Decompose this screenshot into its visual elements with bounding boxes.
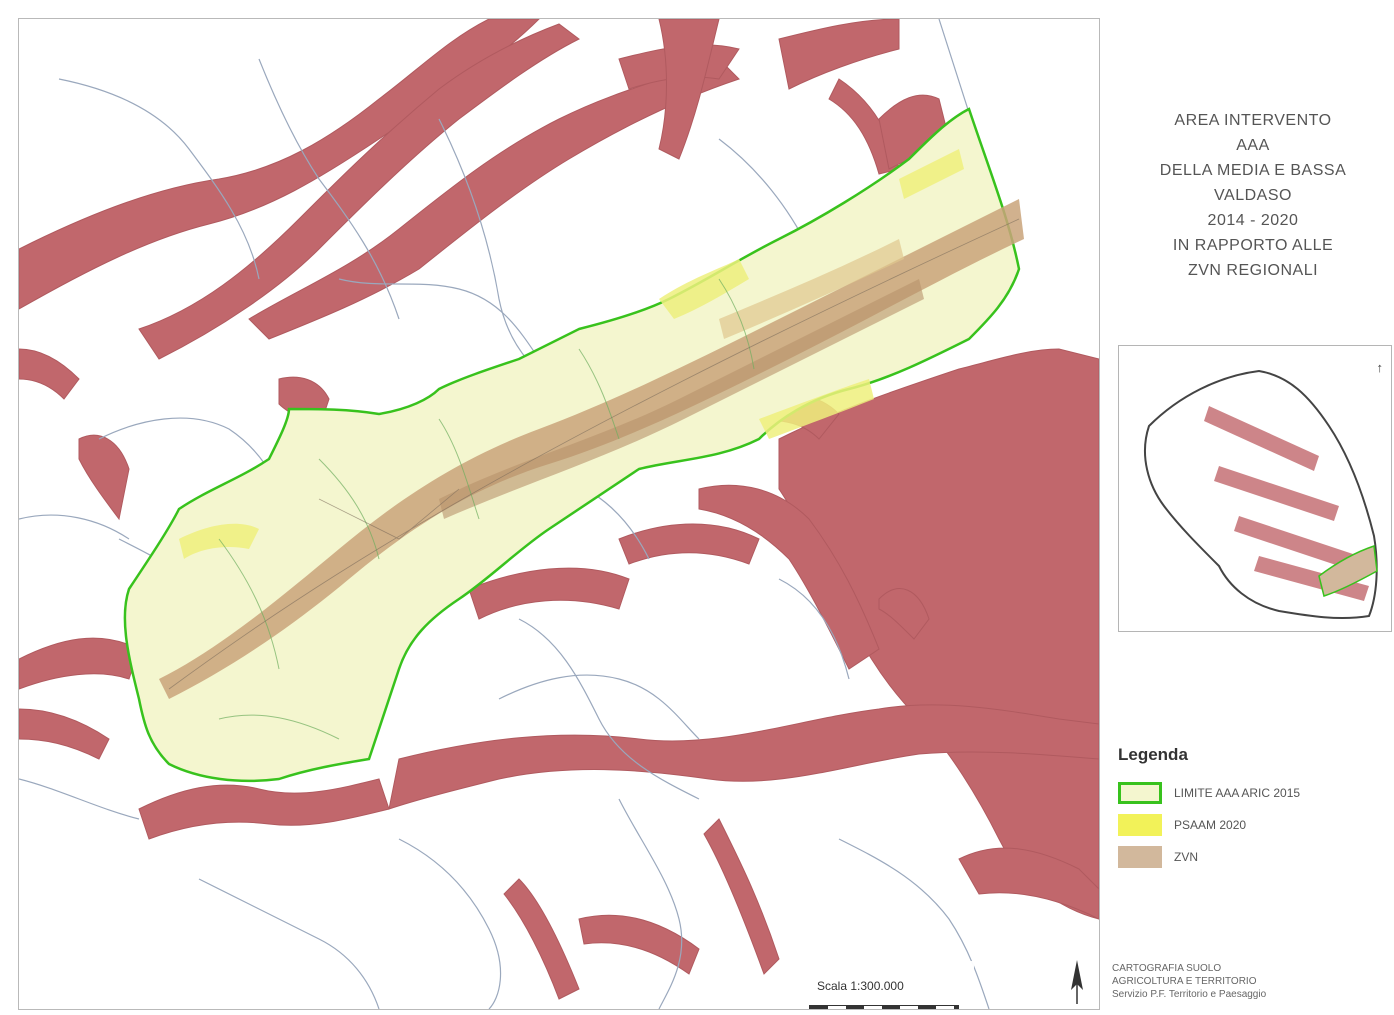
scale-box: Scala 1:300.000: [799, 961, 974, 1009]
credit-line: Servizio P.F. Territorio e Paesaggio: [1112, 989, 1267, 1000]
inset-north-icon: ↑: [1376, 360, 1384, 375]
psaam-areas: [179, 149, 964, 559]
title-line: AREA INTERVENTO: [1174, 112, 1332, 129]
credit-line: CARTOGRAFIA SUOLO: [1112, 963, 1222, 974]
title-line: DELLA MEDIA E BASSA: [1159, 162, 1347, 179]
zvn-regional-areas: [19, 19, 1099, 1000]
legend-title: Legenda: [1118, 745, 1188, 764]
zvn-bands: [159, 199, 1024, 699]
map-title: AREA INTERVENTO AAA DELLA MEDIA E BASSA …: [1110, 108, 1394, 283]
title-line: 2014 - 2020: [1207, 212, 1299, 229]
legend-swatch-icon: [1118, 846, 1162, 868]
legend-swatch-icon: [1118, 782, 1162, 804]
title-line: ZVN REGIONALI: [1187, 262, 1319, 279]
title-line: AAA: [1236, 137, 1270, 154]
scale-label: Scala 1:300.000: [817, 979, 904, 993]
legend-label: PSAAM 2020: [1174, 818, 1247, 832]
north-arrow-icon: [1059, 954, 1095, 1009]
main-map[interactable]: [19, 19, 1099, 1009]
legend-label: ZVN: [1174, 850, 1198, 864]
credit-line: AGRICOLTURA E TERRITORIO: [1112, 976, 1257, 987]
map-frame[interactable]: Scala 1:300.000: [18, 18, 1100, 1010]
inset-map[interactable]: ↑: [1118, 345, 1392, 632]
inset-region-map: [1143, 369, 1378, 620]
credit-block: CARTOGRAFIA SUOLO AGRICOLTURA E TERRITOR…: [1112, 962, 1392, 1001]
legend-item-zvn: ZVN: [1118, 841, 1390, 873]
legend-item-psaam: PSAAM 2020: [1118, 809, 1390, 841]
title-line: IN RAPPORTO ALLE: [1172, 237, 1334, 254]
aaa-inner-boundaries: [218, 278, 755, 740]
legend: Legenda LIMITE AAA ARIC 2015 PSAAM 2020 …: [1118, 745, 1390, 873]
title-line: VALDASO: [1214, 187, 1292, 204]
scale-bar: [809, 1005, 959, 1009]
roads: [168, 218, 1020, 690]
legend-label: LIMITE AAA ARIC 2015: [1174, 786, 1301, 800]
legend-swatch-icon: [1118, 814, 1162, 836]
legend-item-aaa: LIMITE AAA ARIC 2015: [1118, 777, 1390, 809]
